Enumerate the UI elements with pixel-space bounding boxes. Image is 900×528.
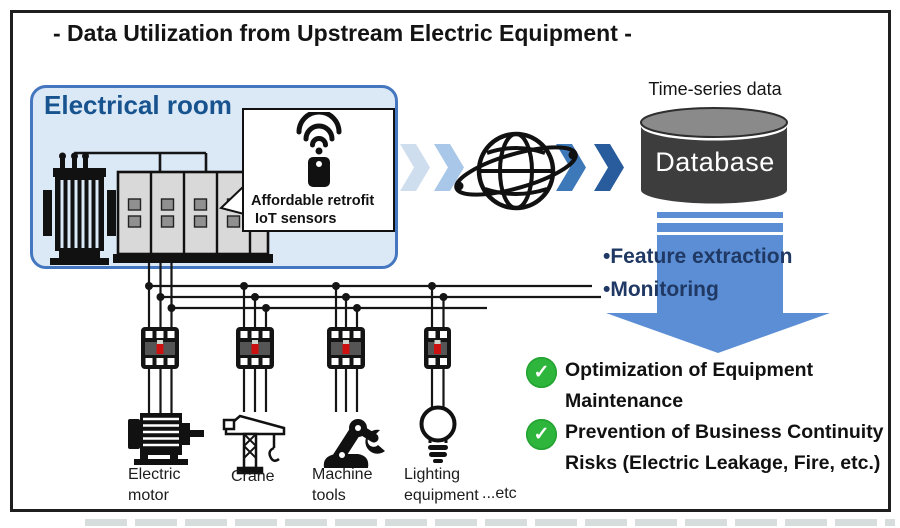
- check-icon: ✓: [526, 357, 557, 388]
- time-series-label: Time-series data: [648, 79, 782, 99]
- chevron-flow-arrows: [400, 144, 624, 191]
- database-label: Database: [655, 147, 775, 177]
- callout-line2: IoT sensors: [255, 211, 337, 227]
- process-bullets: •Feature extraction •Monitoring: [603, 240, 792, 306]
- bullet-feature-extraction: •Feature extraction: [603, 245, 793, 268]
- chevron-arrow-icon: [556, 144, 586, 191]
- robot-arm-icon: [323, 419, 385, 468]
- globe-network-icon: [454, 131, 578, 211]
- electrical-room-label: Electrical room: [44, 90, 232, 120]
- callout-text: Affordable retrofit IoT sensors: [251, 192, 374, 228]
- bullet-monitoring: •Monitoring: [603, 278, 719, 301]
- outcome-1-line1: Optimization of Equipment: [565, 359, 814, 381]
- crane-icon: [222, 414, 286, 475]
- outcome-2: Prevention of Business Continuity Risks …: [565, 417, 884, 479]
- junction-dots: [145, 282, 448, 312]
- etc-label: ...etc: [482, 485, 517, 502]
- chevron-arrow-icon: [400, 144, 430, 191]
- light-bulb-icon: [419, 405, 457, 463]
- chevron-arrow-icon: [594, 144, 624, 191]
- callout-line1: Affordable retrofit: [251, 193, 375, 209]
- iot-sensor-icon: [296, 112, 341, 187]
- down-arrow: [606, 212, 830, 353]
- wifi-icon: [296, 112, 341, 148]
- page-title: - Data Utilization from Upstream Electri…: [53, 20, 632, 46]
- label-crane: Crane: [231, 468, 275, 485]
- outcome-1: Optimization of Equipment Maintenance: [565, 355, 813, 417]
- outcome-2-line2: Risks (Electric Leakage, Fire, etc.): [565, 452, 881, 474]
- sensor-body: [307, 157, 330, 187]
- electric-motor-icon: [128, 413, 204, 465]
- chevron-arrow-icon: [434, 144, 464, 191]
- outcome-2-line1: Prevention of Business Continuity: [565, 421, 884, 443]
- check-icon: ✓: [526, 419, 557, 450]
- bottom-cropped-strip: [85, 519, 895, 526]
- outcome-1-line2: Maintenance: [565, 390, 684, 412]
- label-machine-tools: Machine tools: [312, 466, 373, 504]
- database-cylinder: [640, 107, 788, 204]
- label-electric-motor: Electric motor: [128, 466, 181, 504]
- bus-wires: [147, 263, 601, 413]
- iot-sensor-callout: Affordable retrofit IoT sensors: [242, 108, 395, 232]
- transformer-icon: [43, 152, 116, 265]
- label-lighting-equipment: Lighting equipment: [404, 466, 479, 504]
